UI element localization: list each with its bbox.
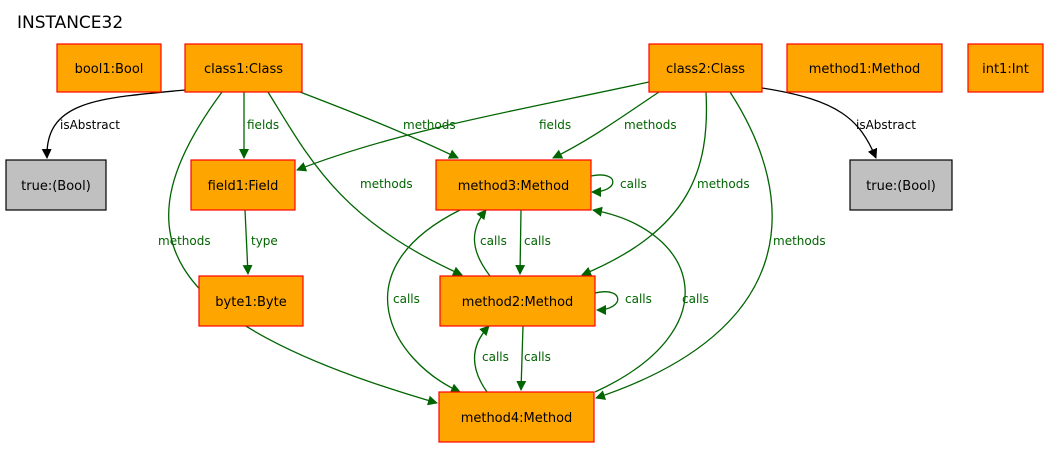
edge-class1-true1: isAbstract xyxy=(41,89,186,159)
node-box xyxy=(56,43,162,93)
node-box xyxy=(648,43,763,93)
diagram-title: INSTANCE32 xyxy=(17,13,123,33)
edge-class2-true2: isAbstract xyxy=(761,87,916,159)
edge-line xyxy=(296,81,650,172)
edge-method2-method2: calls xyxy=(594,291,652,315)
edge-label: calls xyxy=(625,292,652,306)
edge-line xyxy=(473,325,490,393)
edge-label: fields xyxy=(247,118,279,132)
edge-label: calls xyxy=(393,292,420,306)
node-class1: class1:Class xyxy=(184,43,303,93)
edges-layer: isAbstract fields methods methods methods fie… xyxy=(41,81,916,406)
edge-label: methods xyxy=(697,177,750,191)
edge-label: methods xyxy=(360,177,413,191)
node-label: byte1:Byte xyxy=(215,295,286,310)
edge-label: methods xyxy=(158,234,211,248)
node-box xyxy=(849,159,953,211)
edge-line xyxy=(386,209,461,393)
edge-class2-method4: methods xyxy=(595,91,826,400)
node-label: method1:Method xyxy=(809,62,921,77)
edge-method3-method2: calls xyxy=(515,209,551,275)
edge-method3-method4: calls xyxy=(386,209,461,393)
node-label: class1:Class xyxy=(204,62,283,77)
edge-line xyxy=(594,291,619,315)
node-box xyxy=(5,159,107,211)
edge-label: calls xyxy=(620,177,647,191)
node-box xyxy=(190,159,296,211)
edge-label: fields xyxy=(539,118,571,132)
edge-class1-field1: fields xyxy=(239,92,279,159)
node-box xyxy=(967,43,1044,93)
node-box xyxy=(198,275,304,327)
edge-method4-method2: calls xyxy=(473,325,509,393)
edge-label: calls xyxy=(524,234,551,248)
edge-class1-method3: methods xyxy=(299,91,459,159)
edge-label: methods xyxy=(624,118,677,132)
edge-method3-method3: calls xyxy=(590,174,647,197)
edge-method2-method4: calls xyxy=(516,325,551,391)
edge-label: isAbstract xyxy=(856,118,916,132)
edge-line xyxy=(299,91,459,159)
edge-field1-byte1: type xyxy=(242,209,278,275)
edge-class1-method2: methods xyxy=(267,91,463,276)
edge-label: isAbstract xyxy=(60,118,120,132)
edge-line xyxy=(473,209,491,277)
edge-label: calls xyxy=(482,350,509,364)
edge-line xyxy=(552,91,660,159)
node-label: field1:Field xyxy=(208,179,279,194)
node-true2: true:(Bool) xyxy=(849,159,953,211)
node-method3: method3:Method xyxy=(435,159,592,211)
edge-method4-method3: calls xyxy=(592,206,709,393)
node-byte1: byte1:Byte xyxy=(198,275,304,327)
node-box xyxy=(435,159,592,211)
edge-line xyxy=(590,174,614,197)
edge-class2-method2: methods xyxy=(581,91,750,277)
node-box xyxy=(184,43,303,93)
node-method2: method2:Method xyxy=(439,275,596,327)
node-label: method2:Method xyxy=(462,295,574,310)
node-bool1: bool1:Bool xyxy=(56,43,162,93)
edge-class2-field1: fields xyxy=(296,81,650,172)
edge-line xyxy=(515,209,526,275)
node-field1: field1:Field xyxy=(190,159,296,211)
edge-line xyxy=(581,91,708,277)
edge-label: calls xyxy=(682,292,709,306)
node-label: bool1:Bool xyxy=(75,62,144,77)
edge-line xyxy=(592,206,686,393)
edge-line xyxy=(242,209,253,275)
node-box xyxy=(438,391,595,443)
edge-class1-method4: methods xyxy=(158,91,438,406)
node-label: method4:Method xyxy=(461,411,573,426)
edge-label: methods xyxy=(773,234,826,248)
node-box xyxy=(786,43,943,93)
edge-label: calls xyxy=(524,350,551,364)
node-class2: class2:Class xyxy=(648,43,763,93)
edge-line xyxy=(167,91,438,406)
node-method4: method4:Method xyxy=(438,391,595,443)
edge-line xyxy=(516,325,527,391)
node-label: true:(Bool) xyxy=(866,179,936,194)
node-int1: int1:Int xyxy=(967,43,1044,93)
node-label: method3:Method xyxy=(458,179,570,194)
edge-label: type xyxy=(251,234,278,248)
node-label: int1:Int xyxy=(982,62,1029,77)
node-method1: method1:Method xyxy=(786,43,943,93)
edge-method2-method3: calls xyxy=(473,209,507,277)
nodes-layer: bool1:Bool class1:Class class2:Class method… xyxy=(5,43,1044,443)
edge-label: methods xyxy=(403,118,456,132)
edge-line xyxy=(41,89,186,159)
edge-class2-method3: methods xyxy=(552,91,677,159)
edge-label: calls xyxy=(480,234,507,248)
node-true1: true:(Bool) xyxy=(5,159,107,211)
edge-line xyxy=(595,91,773,400)
node-label: true:(Bool) xyxy=(21,179,91,194)
node-label: class2:Class xyxy=(666,62,745,77)
node-box xyxy=(439,275,596,327)
edge-line xyxy=(267,91,463,276)
